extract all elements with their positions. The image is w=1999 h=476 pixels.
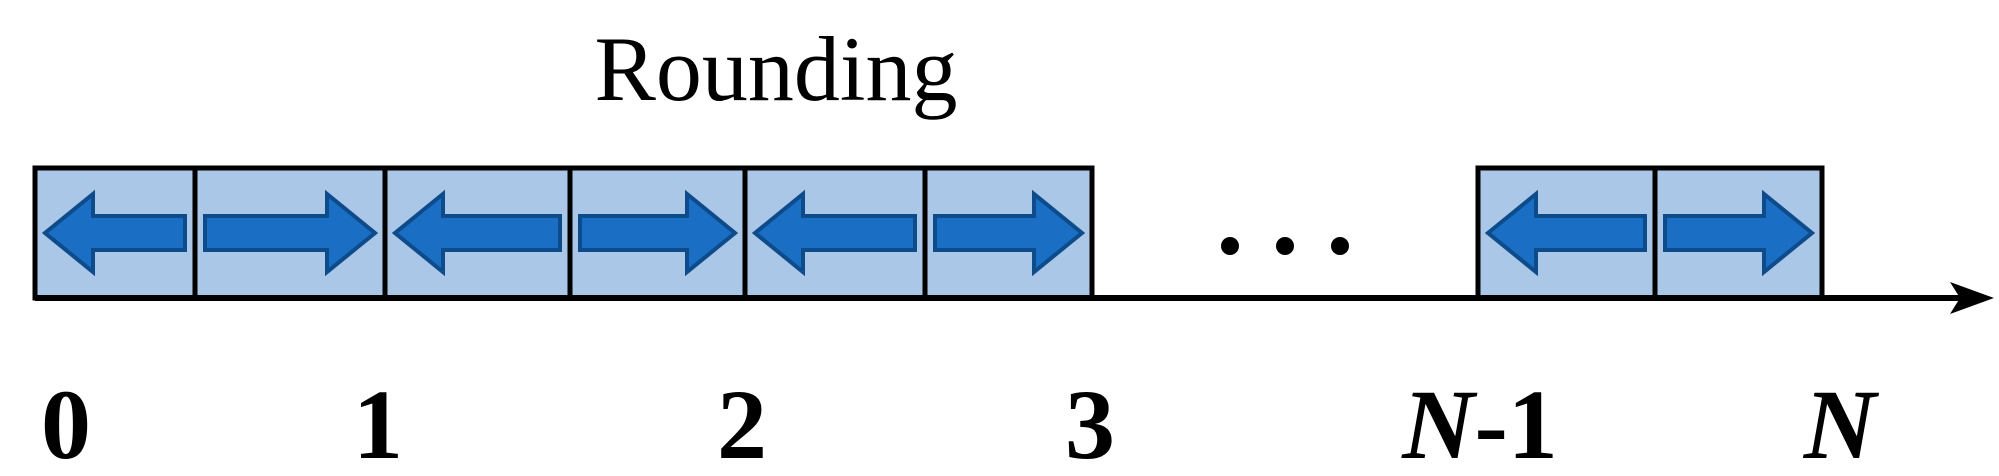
tick-label-italic: N [1401,369,1478,476]
interval-cell [567,165,748,301]
tick-label: 1 [353,369,403,476]
ellipsis-dot [1221,237,1239,255]
interval-cell [382,165,573,301]
right-arrow-icon [578,189,739,277]
interval-cells [32,165,1825,301]
interval-cell [32,165,198,301]
tick-label-plain: 2 [717,369,767,476]
tick-label-plain: 1 [353,369,403,476]
diagram-title: Rounding [595,18,958,120]
right-arrow-icon [203,189,379,277]
tick-label-italic: N [1803,369,1880,476]
tick-label: 2 [717,369,767,476]
interval-cell [922,165,1095,301]
tick-label: N [1803,369,1880,476]
tick-label-plain: 0 [41,369,91,476]
right-arrow-icon [933,189,1086,277]
left-arrow-icon [751,189,917,277]
axis-arrowhead-icon [1950,282,1994,314]
ellipsis-dot [1276,237,1294,255]
left-arrow-icon [391,189,562,277]
interval-cell [1652,165,1825,301]
number-axis [35,215,1994,314]
ellipsis-dots [1221,237,1349,255]
interval-cell [192,165,388,301]
tick-label: 0 [41,369,91,476]
tick-label: 3 [1065,369,1115,476]
right-arrow-icon [1663,189,1816,277]
tick-label-plain: 3 [1065,369,1115,476]
left-arrow-icon [1484,189,1647,277]
ellipsis-dot [1331,237,1349,255]
tick-label: N-1 [1401,369,1558,476]
left-arrow-icon [41,189,187,277]
interval-cell [1475,165,1658,301]
tick-label-plain: -1 [1474,369,1557,476]
interval-cell [742,165,928,301]
